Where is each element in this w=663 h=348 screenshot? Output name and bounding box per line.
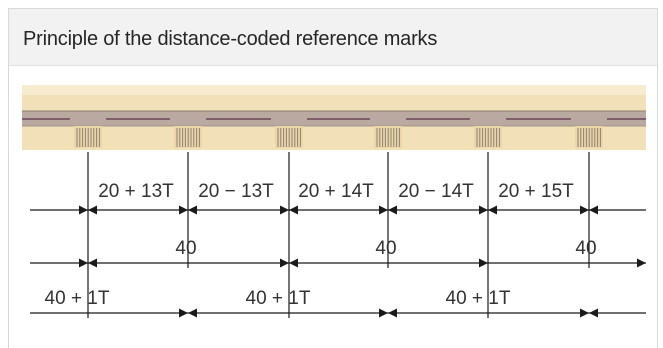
dimension-label: 20 + 14T <box>298 181 374 202</box>
scale-highlight <box>22 85 646 95</box>
row-1-labels: 20 + 13T 20 − 13T 20 + 14T 20 − 14T 20 +… <box>98 181 574 202</box>
reference-mark-blocks <box>74 126 603 148</box>
reference-marks-diagram: 20 + 13T 20 − 13T 20 + 14T 20 − 14T 20 +… <box>22 85 646 318</box>
reference-mark <box>174 126 202 148</box>
scale-strip <box>22 85 646 150</box>
reference-mark <box>374 126 402 148</box>
dimension-label: 20 − 13T <box>198 181 274 202</box>
dimension-label: 40 <box>575 238 596 259</box>
row-3-labels: 40 + 1T 40 + 1T 40 + 1T <box>45 288 511 309</box>
dimension-label: 40 <box>175 238 196 259</box>
dimension-lines <box>30 205 646 318</box>
dimension-label: 40 <box>375 238 396 259</box>
dimension-label: 20 + 13T <box>98 181 174 202</box>
reference-mark <box>575 126 603 148</box>
dimension-label: 20 + 15T <box>498 181 574 202</box>
extension-lines <box>87 152 590 318</box>
reference-mark <box>275 126 303 148</box>
dimension-label: 40 + 1T <box>446 288 511 309</box>
dimension-label: 40 + 1T <box>246 288 311 309</box>
card-header: Principle of the distance-coded referenc… <box>9 9 657 66</box>
dimension-label: 40 + 1T <box>45 288 110 309</box>
diagram-title: Principle of the distance-coded referenc… <box>23 28 438 50</box>
diagram-card: Principle of the distance-coded referenc… <box>8 8 658 348</box>
reference-mark <box>74 126 102 148</box>
dimension-label: 20 − 14T <box>398 181 474 202</box>
row-2-labels: 40 40 40 <box>175 238 596 259</box>
reference-mark <box>474 126 502 148</box>
